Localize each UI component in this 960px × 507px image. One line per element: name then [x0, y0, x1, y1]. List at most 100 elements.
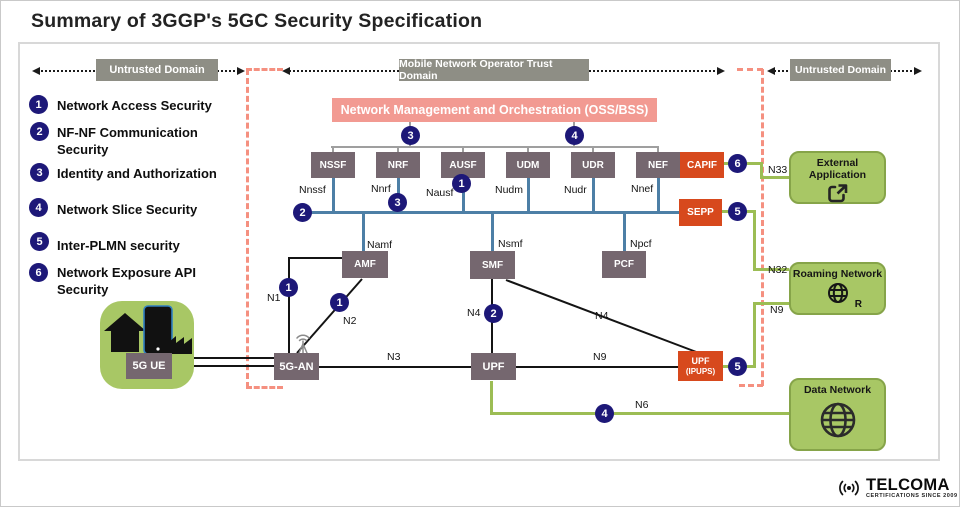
left-trust-boundary — [246, 69, 249, 388]
badge-plmn-ipups: 5 — [728, 357, 747, 376]
orchestration-bus-line — [331, 146, 658, 148]
sbi-label-namf: Namf — [367, 239, 393, 251]
node-upf: UPF — [471, 353, 516, 380]
legend-item-identity: Identity and Authorization — [57, 166, 217, 181]
nf-box-smf: SMF — [470, 251, 515, 279]
arrowhead-right-icon — [237, 67, 245, 75]
legend-badge-2: 2 — [30, 122, 49, 141]
nf-stub — [462, 146, 464, 154]
external-application-box: External Application — [789, 151, 886, 204]
logo-tagline: CERTIFICATIONS SINCE 2009 — [866, 493, 958, 499]
if-label-n3: N3 — [387, 351, 401, 363]
badge-access-n1: 1 — [279, 278, 298, 297]
sbi-connector-pcf — [623, 212, 626, 251]
node-5g-an: 5G-AN — [274, 353, 319, 380]
if-label-n32: N32 — [768, 264, 788, 276]
n33-link-b — [760, 162, 763, 179]
sbi-label-nudr: Nudr — [564, 184, 587, 196]
antenna-icon — [296, 334, 310, 354]
sbi-label-npcf: Npcf — [630, 238, 652, 250]
nf-stub — [592, 146, 594, 154]
page-title: Summary of 3GGP's 5GC Security Specifica… — [31, 10, 483, 32]
if-label-n4-smf-upf: N4 — [467, 307, 481, 319]
smartphone-home-dot — [156, 347, 160, 351]
n9-roaming-link-c — [753, 302, 789, 305]
data-network-box: Data Network — [789, 378, 886, 451]
if-label-n1: N1 — [267, 292, 281, 304]
right-trust-boundary-bottom-tail — [739, 384, 763, 387]
node-5g-ue: 5G UE — [126, 353, 172, 379]
right-trust-boundary-top-tail — [737, 68, 763, 71]
logo-name: TELCOMA — [866, 476, 950, 494]
n1-line-horizontal — [288, 257, 342, 259]
arrowhead-left-icon — [282, 67, 290, 75]
badge-identity-orchestration: 3 — [401, 126, 420, 145]
if-label-n33: N33 — [768, 164, 788, 176]
n32-link-b — [753, 210, 756, 271]
sbi-connector-smf — [491, 212, 494, 251]
n32-link-c — [753, 268, 789, 271]
legend-badge-6: 6 — [29, 263, 48, 282]
if-label-n2: N2 — [343, 315, 357, 327]
nf-box-nrf: NRF — [376, 152, 420, 178]
right-trust-boundary — [761, 69, 764, 386]
sbi-label-nnssf: Nnssf — [299, 184, 326, 196]
telcoma-logo: TELCOMA CERTIFICATIONS SINCE 2009 — [834, 475, 958, 501]
external-link-icon — [827, 184, 847, 203]
roaming-globe-icon — [827, 283, 848, 303]
roaming-r-mark: R — [854, 299, 862, 310]
n33-link-c — [760, 176, 789, 179]
nf-box-amf: AMF — [342, 251, 388, 278]
sbi-connector-ausf — [462, 178, 465, 212]
legend-badge-3: 3 — [30, 163, 49, 182]
diagram-frame — [18, 42, 940, 461]
ue-an-link-lower — [172, 365, 274, 367]
badge-nf-nf-n4: 2 — [484, 304, 503, 323]
sbi-label-nnef: Nnef — [631, 183, 654, 195]
badge-plmn-sepp: 5 — [728, 202, 747, 221]
badge-access-n2: 1 — [330, 293, 349, 312]
sbi-connector-udm — [527, 178, 530, 212]
legend-item-network-access: Network Access Security — [57, 98, 212, 113]
data-network-label: Data Network — [803, 384, 872, 396]
ipups-name: UPF — [691, 356, 710, 367]
nf-stub — [657, 146, 659, 154]
legend-badge-4: 4 — [29, 198, 48, 217]
badge-exposure-capif: 6 — [728, 154, 747, 173]
roaming-network-label: Roaming Network — [792, 268, 883, 280]
badge-access-ausf: 1 — [452, 174, 471, 193]
badge-identity-nrf: 3 — [388, 193, 407, 212]
legend-item-slice: Network Slice Security — [57, 202, 198, 217]
factory-icon — [163, 331, 192, 354]
nf-box-ausf: AUSF — [441, 152, 485, 178]
n9-roaming-link-b — [753, 302, 756, 368]
sbi-connector-nef — [657, 178, 660, 212]
nf-box-nef: NEF — [636, 152, 680, 178]
legend-item-exposure-api: Network Exposure API Security — [57, 265, 196, 297]
legend-badge-5: 5 — [30, 232, 49, 251]
nf-box-udr: UDR — [571, 152, 615, 178]
sbi-connector-amf — [362, 212, 365, 251]
sbi-label-nudm: Nudm — [495, 184, 524, 196]
signal-waves-icon — [839, 480, 859, 496]
globe-icon — [820, 402, 855, 438]
nf-stub — [397, 146, 399, 154]
nf-box-udm: UDM — [506, 152, 550, 178]
if-label-n9-roaming: N9 — [770, 304, 784, 316]
legend-item-inter-plmn: Inter-PLMN security — [57, 238, 180, 253]
nf-stub — [527, 146, 529, 154]
arrowhead-right-icon — [717, 67, 725, 75]
operator-trust-domain-label: Mobile Network Operator Trust Domain — [399, 58, 589, 82]
sbi-connector-nssf — [332, 178, 335, 212]
n6-link-b — [490, 412, 789, 415]
badge-slice-n6: 4 — [595, 404, 614, 423]
badge-nf-nf-bus: 2 — [293, 203, 312, 222]
left-trust-boundary-top-tail — [246, 68, 283, 71]
sbi-label-nsmf: Nsmf — [498, 238, 523, 250]
if-label-n9: N9 — [593, 351, 607, 363]
external-application-label: External Application — [808, 157, 867, 181]
n9-line — [516, 366, 678, 368]
arrowhead-left-icon — [32, 67, 40, 75]
n1-line-vertical — [288, 257, 290, 354]
